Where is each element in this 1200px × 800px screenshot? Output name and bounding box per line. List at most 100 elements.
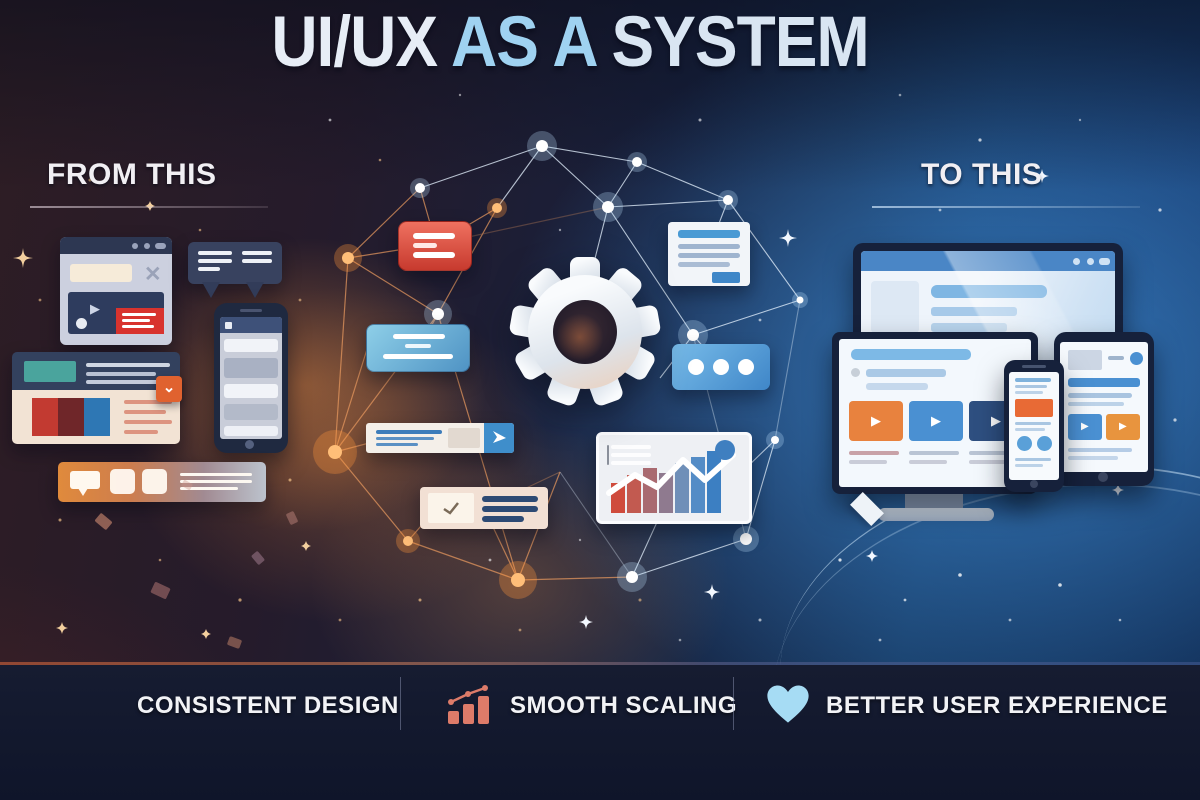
thumbnail-block [1068,350,1102,370]
split-layout-card [12,352,180,444]
send-button [484,423,514,453]
before-section-label: FROM THIS [47,158,217,191]
window-dot-icon [132,243,138,249]
monitor-stand-neck [905,492,963,510]
tablet-screen: ▶ ▶ [1060,342,1148,472]
avatar-dot [851,368,860,377]
media-block: ▶ [68,292,164,334]
play-icon: ▶ [90,301,100,316]
window-pill-icon [155,243,166,249]
dot-icon [713,359,729,375]
send-arrow-icon [493,431,506,443]
window-pill-icon [1099,258,1110,265]
avatar-dot [1130,352,1143,365]
ellipsis-card [672,344,770,390]
title-part-as-a: AS A [451,1,599,82]
tile-orange: ▶ [1106,414,1140,440]
color-swatch-maroon [58,398,84,436]
play-icon: ▶ [931,413,941,428]
phone-mockup [1004,360,1064,492]
feature-label-consistent-design: CONSISTENT DESIGN [137,692,399,719]
bubble-tail [202,282,220,298]
window-header [60,237,172,254]
phone-screen [220,317,282,439]
cream-panel [12,390,180,444]
blue-ui-card [366,324,470,372]
gear-icon [505,252,665,412]
bubble-tail [246,282,264,298]
dropdown-tag: ⌄ [156,376,182,402]
window-dot-icon [144,243,150,249]
old-phone-mockup [214,303,288,453]
tile-orange [1015,399,1053,417]
window-dot-icon [1073,258,1080,265]
footer-divider [400,677,401,730]
circle-button [1037,436,1052,451]
feature-label-smooth-scaling: SMOOTH SCALING [510,692,737,719]
tile-orange: ▶ [849,401,903,441]
after-section-underline [872,206,1140,208]
home-button [1030,480,1038,488]
tile-block [110,469,135,494]
feature-label-better-ux: BETTER USER EXPERIENCE [826,692,1168,719]
play-icon: ▶ [991,413,1001,428]
search-bar-card [366,423,514,453]
avatar-dot [76,318,87,329]
thumbnail-block [428,493,474,523]
monitor-stand-base [878,508,994,521]
cursor-arrow-icon [443,502,459,515]
color-swatch-blue [84,398,110,436]
after-section-label: TO THIS [921,158,1043,191]
footer-bar: CONSISTENT DESIGN SMOOTH SCALING BETTER … [0,665,1200,800]
analytics-chart-card [596,432,752,524]
title-part-uiux: UI/UX [271,1,438,82]
trend-line [606,452,736,496]
footer-divider-glow [0,662,1200,665]
bar-chart-icon [444,685,496,732]
text-block-card [668,222,750,286]
before-section-underline [30,206,268,208]
footer-divider [733,677,734,730]
speaker-slot [240,309,262,312]
tile-blue: ▶ [909,401,963,441]
navy-panel [12,352,180,390]
cta-button-block [712,272,740,283]
thumbnail-block [448,428,480,448]
teal-block [24,361,76,382]
toolbar-strip-card [58,462,266,502]
red-banner [116,308,164,334]
browser-header-bar [861,251,1115,271]
circle-button [1017,436,1032,451]
trend-dot [715,440,735,460]
gear-center-hole [553,300,617,364]
speaker-slot [1022,365,1046,368]
mini-bar-line-chart [606,440,736,513]
window-dot-icon [1087,258,1094,265]
chevron-down-icon: ⌄ [162,379,176,396]
speech-bubble-icon [70,471,100,496]
red-ui-card [398,221,472,271]
play-icon: ▶ [871,413,881,428]
home-button [245,440,254,449]
tile-block [142,469,167,494]
cream-bar-card [420,487,548,529]
browser-window-card: ✕ ▶ [60,237,172,345]
monitor-screen: ▶ ▶ ▶ [839,339,1031,487]
home-button [1098,472,1108,482]
screen-header [220,317,282,333]
sidebar-block [871,281,919,333]
title-part-system: SYSTEM [611,1,870,82]
tile-blue: ▶ [1068,414,1102,440]
chat-bubble-card [188,242,282,298]
play-icon: ▶ [1081,421,1089,432]
dot-icon [738,359,754,375]
close-x-icon: ✕ [144,263,162,286]
phone-screen [1009,372,1059,480]
play-icon: ▶ [1119,421,1127,432]
input-placeholder-block [70,264,132,282]
heart-icon [766,684,810,729]
dot-icon [688,359,704,375]
tablet-mockup: ▶ ▶ [1054,332,1154,486]
